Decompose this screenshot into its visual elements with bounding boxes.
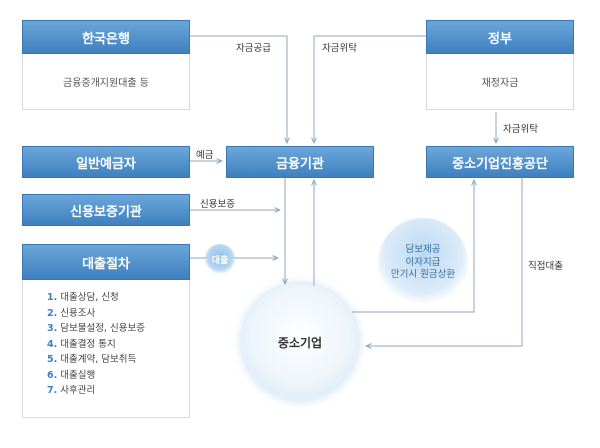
- edge-label-loan: 대출: [211, 255, 229, 266]
- node-bok-label: 한국은행: [82, 31, 130, 47]
- node-sbc: 중소기업진흥공단: [426, 146, 574, 178]
- node-gov-panel: 재정자금: [426, 54, 574, 110]
- node-sme: 중소기업: [242, 284, 358, 400]
- node-depositors-label: 일반예금자: [76, 156, 136, 172]
- node-bok-desc: 금융중개지원대출 등: [63, 78, 149, 89]
- list-item: 2.신용조사: [47, 307, 96, 319]
- list-item: 5.대출계약, 담보취득: [47, 354, 137, 365]
- list-item: 7.사후관리: [47, 385, 96, 396]
- edge-label-dep-fin: 예금: [196, 150, 214, 161]
- list-item: 6.대출실행: [47, 369, 96, 381]
- edge-label-gov-fin: 자금위탁: [322, 43, 357, 54]
- node-guarantee: 신용보증기관: [22, 194, 190, 226]
- node-depositors: 일반예금자: [22, 146, 190, 178]
- node-bok-panel: 금융중개지원대출 등: [22, 54, 190, 110]
- node-fin: 금융기관: [226, 146, 374, 178]
- arrow-gov-to-fin: [314, 35, 426, 143]
- note-line: 담보제공: [405, 244, 441, 256]
- arrow-bok-to-fin: [190, 35, 287, 143]
- arrow-sme-to-sbc: [352, 180, 474, 313]
- note-line: 이자지급: [405, 256, 441, 268]
- node-loan-proc-label: 대출절차: [82, 256, 130, 272]
- node-gov: 정부: [426, 20, 574, 54]
- repayment-note: 담보제공 이자지급 만기시 원금상환: [378, 218, 468, 308]
- edge-label-direct: 직접대출: [528, 261, 563, 272]
- arrow-sbc-to-sme: [366, 178, 523, 346]
- edge-label-gov-sbc: 자금위탁: [503, 124, 538, 135]
- list-item: 3.담보물설정, 신용보증: [47, 323, 145, 334]
- edge-label-bok-fin: 자금공급: [236, 43, 271, 54]
- node-sbc-label: 중소기업진흥공단: [452, 156, 548, 172]
- node-fin-label: 금융기관: [276, 156, 324, 172]
- node-bok: 한국은행: [22, 20, 190, 54]
- node-sme-label: 중소기업: [277, 335, 323, 350]
- list-item: 4.대출결정 통지: [47, 338, 116, 350]
- note-line: 만기시 원금상환: [390, 269, 456, 281]
- loan-bubble: 대출: [205, 244, 235, 274]
- node-gov-desc: 재정자금: [481, 78, 519, 89]
- loan-steps-list: 1.대출상담, 신청 2.신용조사 3.담보물설정, 신용보증 4.대출결정 통…: [22, 280, 190, 418]
- node-guarantee-label: 신용보증기관: [70, 204, 142, 220]
- list-item: 1.대출상담, 신청: [47, 292, 119, 303]
- edge-label-guar-fin: 신용보증: [200, 199, 235, 210]
- node-gov-label: 정부: [488, 31, 512, 47]
- node-loan-proc: 대출절차: [22, 244, 190, 280]
